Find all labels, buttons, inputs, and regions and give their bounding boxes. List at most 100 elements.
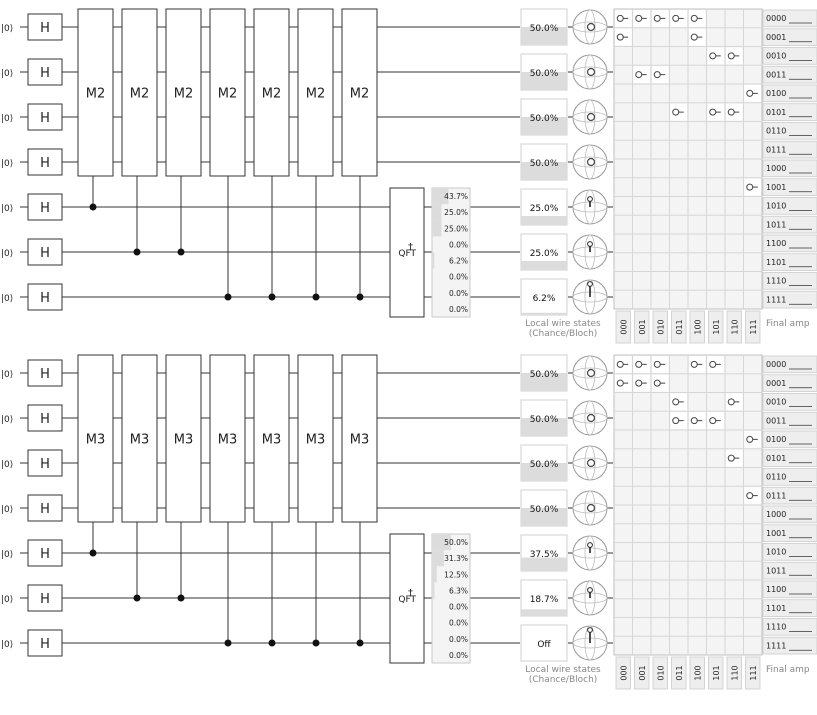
chance-fill bbox=[521, 373, 567, 391]
row-label: 1110 bbox=[766, 277, 786, 286]
modular-gate-label: M2 bbox=[306, 87, 326, 102]
hadamard-gate[interactable] bbox=[27, 449, 63, 477]
chance-fill bbox=[521, 27, 567, 45]
ket-zero-label: |0⟩ bbox=[1, 249, 13, 259]
hadamard-gate[interactable] bbox=[27, 283, 63, 311]
modular-gate-label: M3 bbox=[130, 433, 150, 448]
ket-bg bbox=[0, 289, 18, 305]
row-label: 1001 bbox=[766, 183, 786, 192]
column-label: 000 bbox=[619, 319, 628, 334]
chance-fill bbox=[521, 162, 567, 180]
hadamard-gate[interactable] bbox=[27, 629, 63, 657]
row-label: 0111 bbox=[766, 491, 786, 500]
chance-display[interactable] bbox=[520, 278, 568, 316]
row-label-box bbox=[762, 253, 817, 271]
ket-zero-label: |0⟩ bbox=[1, 204, 13, 214]
histogram-value: 43.7% bbox=[444, 192, 468, 201]
modular-gate[interactable] bbox=[165, 354, 202, 523]
chance-fill bbox=[521, 72, 567, 90]
qft-dagger-gate[interactable] bbox=[389, 533, 425, 664]
row-label-box bbox=[762, 468, 817, 486]
control-dot bbox=[224, 639, 232, 647]
modular-gate[interactable] bbox=[341, 8, 378, 177]
row-label: 1101 bbox=[766, 604, 786, 613]
local-states-label: Local wire states bbox=[525, 665, 601, 675]
chance-fill bbox=[521, 216, 567, 225]
histogram-value: 12.5% bbox=[444, 570, 468, 579]
hadamard-label: H bbox=[40, 21, 50, 36]
hadamard-gate[interactable] bbox=[27, 359, 63, 387]
row-label-box bbox=[762, 290, 817, 309]
amplitude-dot bbox=[616, 14, 624, 22]
modular-gate-label: M2 bbox=[86, 87, 106, 102]
modular-gate-label: M2 bbox=[218, 87, 238, 102]
qft-label: QFT bbox=[398, 595, 416, 605]
chance-display[interactable] bbox=[520, 624, 568, 662]
row-label-box bbox=[762, 355, 817, 374]
hadamard-gate[interactable] bbox=[27, 539, 63, 567]
hadamard-gate[interactable] bbox=[27, 148, 63, 176]
hadamard-gate[interactable] bbox=[27, 494, 63, 522]
bloch-vector-icon bbox=[586, 22, 596, 32]
modular-gate[interactable] bbox=[297, 8, 334, 177]
row-label-box bbox=[762, 234, 817, 253]
ket-bg bbox=[0, 199, 18, 215]
bloch-vector-tip bbox=[587, 281, 593, 287]
column-label: 111 bbox=[749, 319, 758, 334]
row-label: 1000 bbox=[766, 510, 786, 519]
modular-gate[interactable] bbox=[121, 8, 158, 177]
modular-gate[interactable] bbox=[253, 8, 290, 177]
hadamard-gate[interactable] bbox=[27, 404, 63, 432]
histogram-value: 50.0% bbox=[444, 538, 468, 547]
modular-gate-label: M3 bbox=[306, 433, 326, 448]
amplitude-dot bbox=[709, 52, 717, 60]
modular-gate[interactable] bbox=[77, 354, 114, 523]
modular-gate[interactable] bbox=[165, 8, 202, 177]
modular-gate[interactable] bbox=[77, 8, 114, 177]
qft-dagger-gate[interactable] bbox=[389, 187, 425, 318]
amplitude-dot bbox=[616, 33, 624, 41]
hadamard-gate[interactable] bbox=[27, 584, 63, 612]
row-label-box bbox=[762, 599, 817, 617]
column-label-box bbox=[671, 656, 687, 690]
hadamard-gate[interactable] bbox=[27, 238, 63, 266]
hadamard-label: H bbox=[40, 367, 50, 382]
chance-value: 25.0% bbox=[530, 204, 559, 214]
histogram-bar bbox=[432, 188, 449, 205]
row-label-box bbox=[762, 393, 817, 411]
column-label: 101 bbox=[712, 319, 721, 334]
chance-fill bbox=[521, 609, 567, 616]
row-label: 0011 bbox=[766, 70, 786, 79]
chance-value: 37.5% bbox=[530, 550, 559, 560]
hadamard-gate[interactable] bbox=[27, 58, 63, 86]
qft-label: QFT bbox=[398, 249, 416, 259]
modular-gate[interactable] bbox=[253, 354, 290, 523]
bloch-equator bbox=[572, 367, 608, 379]
row-label-box bbox=[762, 103, 817, 121]
row-label-box bbox=[762, 122, 817, 140]
hadamard-label: H bbox=[40, 111, 50, 126]
modular-gate[interactable] bbox=[209, 354, 246, 523]
modular-gate[interactable] bbox=[121, 354, 158, 523]
ket-zero-label: |0⟩ bbox=[1, 370, 13, 380]
column-label-box bbox=[634, 310, 650, 344]
hadamard-gate[interactable] bbox=[27, 193, 63, 221]
row-label-box bbox=[762, 9, 817, 28]
row-label-box bbox=[762, 197, 817, 215]
modular-gate[interactable] bbox=[297, 354, 334, 523]
hadamard-gate[interactable] bbox=[27, 13, 63, 41]
histogram-bar bbox=[432, 550, 444, 567]
row-label-box bbox=[762, 47, 817, 65]
control-dot bbox=[177, 594, 185, 602]
hadamard-gate[interactable] bbox=[27, 103, 63, 131]
final-amplitudes-label: Final amp bbox=[766, 665, 810, 675]
row-label-box bbox=[762, 524, 817, 542]
modular-gate[interactable] bbox=[341, 354, 378, 523]
chance-value: 25.0% bbox=[530, 249, 559, 259]
bloch-vector-icon bbox=[586, 413, 596, 423]
modular-gate[interactable] bbox=[209, 8, 246, 177]
row-label-box bbox=[762, 505, 817, 524]
amplitude-dot bbox=[727, 398, 735, 406]
histogram-bar bbox=[432, 220, 442, 237]
